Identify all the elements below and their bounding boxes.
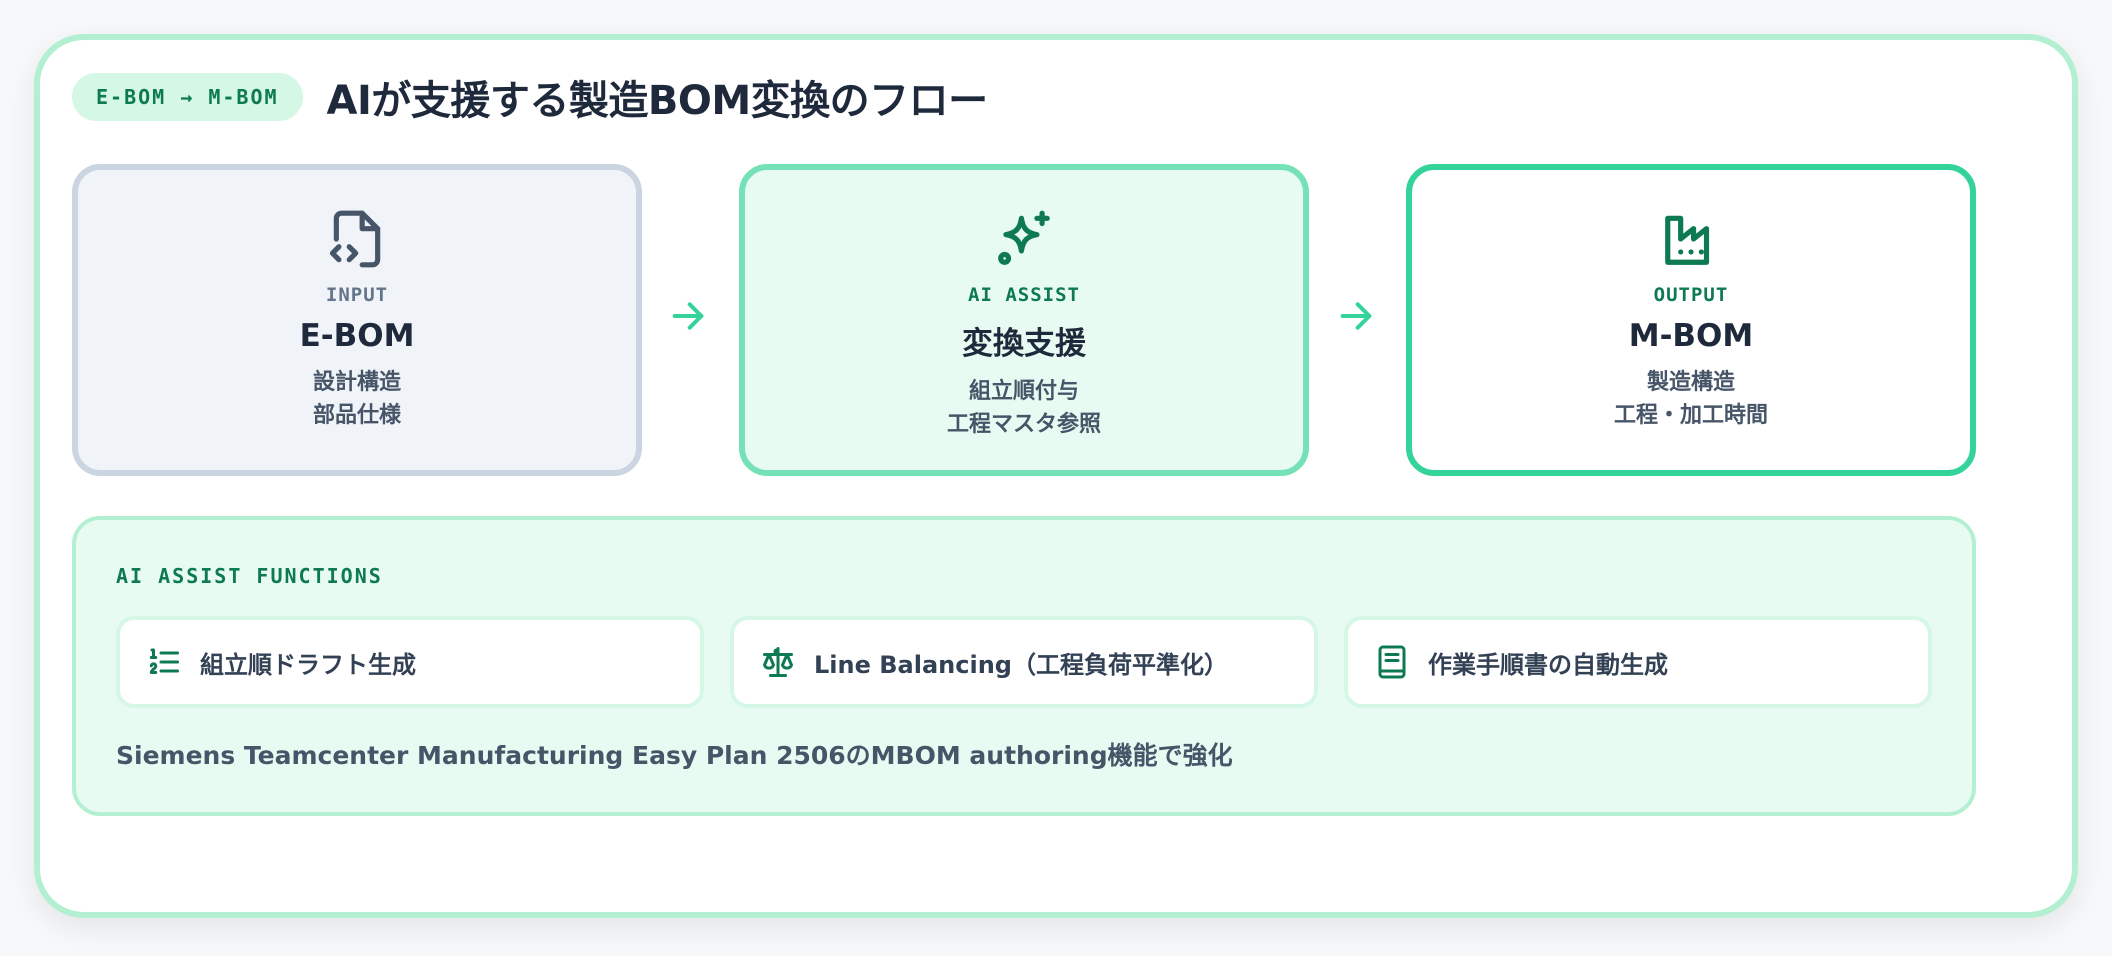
input-line-2: 部品仕様	[312, 403, 401, 428]
sparkles-icon	[998, 210, 1050, 265]
function-card-assembly-order: 組立順ドラフト生成	[116, 616, 704, 708]
output-title: M-BOM	[1628, 318, 1754, 354]
output-kicker: OUTPUT	[1653, 284, 1729, 306]
function-card-line-balancing: Line Balancing（工程負荷平準化）	[730, 616, 1318, 708]
input-kicker: INPUT	[325, 284, 389, 306]
assist-kicker: AI ASSIST	[968, 284, 1080, 306]
flow-row: INPUT E-BOM 設計構造 部品仕様 AI ASSIST 変換支援 組立順…	[72, 164, 1976, 476]
flow-tag-pill: E-BOM → M-BOM	[72, 73, 303, 121]
input-description: 設計構造 部品仕様	[313, 366, 401, 432]
output-mbom-box: OUTPUT M-BOM 製造構造 工程・加工時間	[1406, 164, 1976, 476]
page-title: AIが支援する製造BOM変換のフロー	[326, 78, 989, 124]
function-text: 作業手順書の自動生成	[1428, 650, 1668, 679]
input-line-1: 設計構造	[312, 370, 401, 395]
assist-title: 変換支援	[962, 326, 1086, 362]
arrow-right-icon	[672, 302, 704, 330]
ai-assist-box: AI ASSIST 変換支援 組立順付与 工程マスタ参照	[739, 164, 1309, 476]
assist-line-1: 組立順付与	[968, 379, 1079, 404]
file-code-icon	[329, 210, 381, 268]
ai-assist-functions-panel: AI ASSIST FUNCTIONS 組立順ドラフト生成 Line Balan…	[72, 516, 1976, 816]
input-title: E-BOM	[299, 318, 415, 354]
output-line-1: 製造構造	[1646, 370, 1735, 395]
input-ebom-box: INPUT E-BOM 設計構造 部品仕様	[72, 164, 642, 476]
function-text: Line Balancing（工程負荷平準化）	[814, 650, 1228, 679]
output-line-2: 工程・加工時間	[1613, 403, 1768, 428]
assist-description: 組立順付与 工程マスタ参照	[947, 375, 1101, 441]
siemens-footnote: Siemens Teamcenter Manufacturing Easy Pl…	[116, 741, 1233, 770]
header: E-BOM → M-BOM AIが支援する製造BOM変換のフロー	[72, 68, 988, 126]
factory-icon	[1665, 215, 1710, 265]
function-text: 組立順ドラフト生成	[200, 650, 416, 679]
scale-icon	[763, 647, 793, 677]
list-ordered-icon	[149, 648, 179, 674]
functions-label: AI ASSIST FUNCTIONS	[116, 564, 383, 588]
arrow-right-icon	[1340, 302, 1372, 330]
function-card-work-instructions: 作業手順書の自動生成	[1344, 616, 1932, 708]
output-description: 製造構造 工程・加工時間	[1614, 366, 1768, 432]
book-icon	[1378, 645, 1406, 679]
assist-line-2: 工程マスタ参照	[946, 412, 1101, 437]
